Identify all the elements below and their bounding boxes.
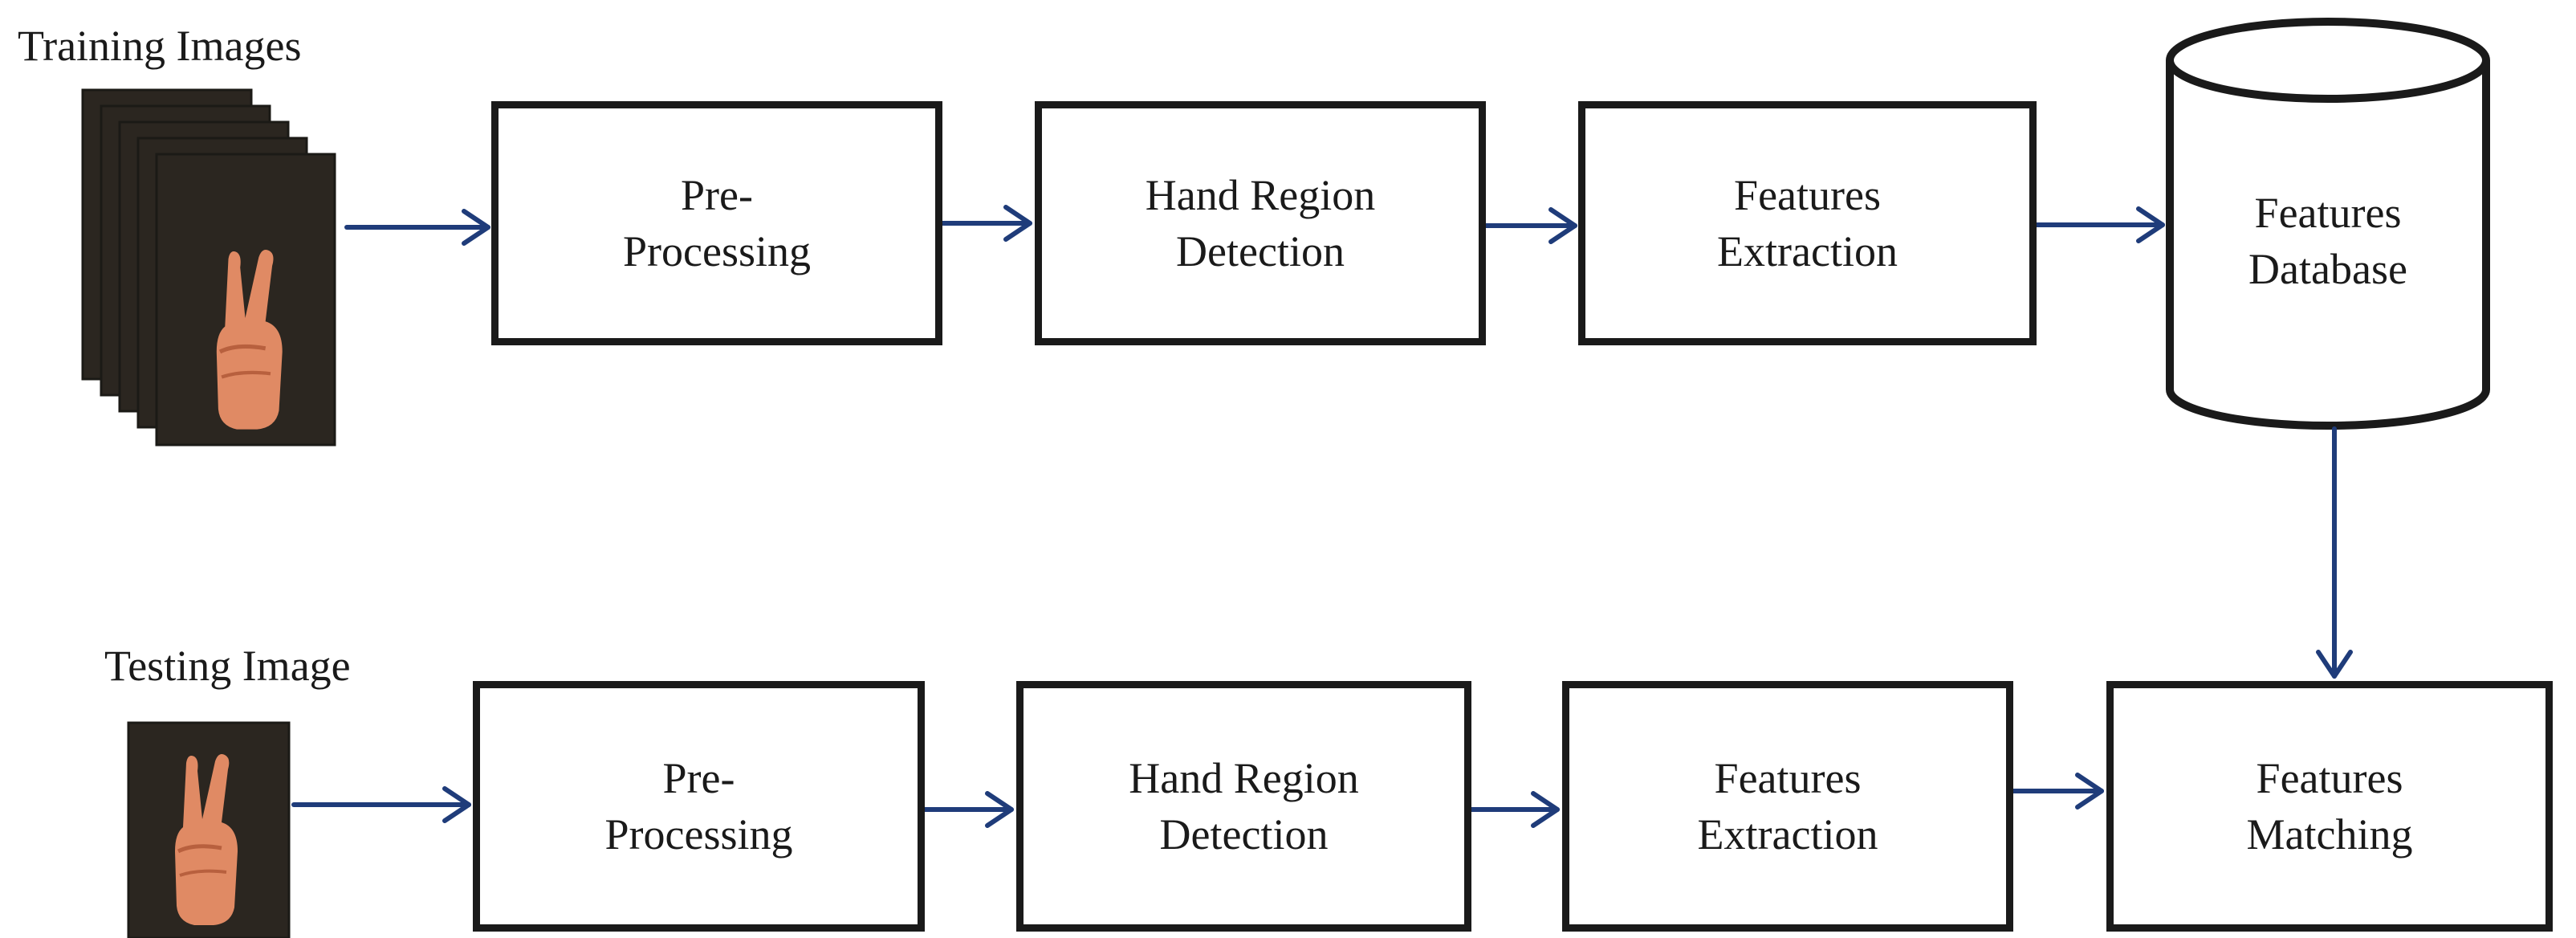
box-label-line1: Hand Region xyxy=(1145,170,1376,219)
box-label-line2: Detection xyxy=(1176,227,1345,275)
arrowhead xyxy=(2316,650,2353,679)
features-database-label: Features Database xyxy=(2170,173,2486,309)
box-label-line2: Extraction xyxy=(1717,227,1898,275)
box-label-line1: Features xyxy=(1734,170,1881,219)
testing-image-icon xyxy=(127,721,291,938)
arrowhead xyxy=(1003,205,1032,242)
database-label-line2: Database xyxy=(2248,245,2407,293)
box-label-line2: Extraction xyxy=(1697,810,1878,858)
arrowhead xyxy=(442,786,471,823)
testing-features-extraction-box: Features Extraction xyxy=(1562,681,2013,932)
box-label-line2: Processing xyxy=(623,227,811,275)
training-images-caption: Training Images xyxy=(18,22,302,70)
training-images-icon xyxy=(81,88,336,447)
box-label-line2: Matching xyxy=(2246,810,2413,858)
arrowhead xyxy=(985,791,1014,828)
training-preprocessing-box: Pre- Processing xyxy=(491,101,942,345)
features-matching-box: Features Matching xyxy=(2106,681,2553,932)
box-label-line1: Pre- xyxy=(681,170,753,219)
arrowhead xyxy=(1531,791,1560,828)
training-hand-region-detection-box: Hand Region Detection xyxy=(1035,101,1486,345)
box-label-line1: Hand Region xyxy=(1129,753,1359,802)
box-label-line1: Pre- xyxy=(662,753,735,802)
database-label-line1: Features xyxy=(2254,188,2402,237)
box-label-line1: Features xyxy=(2256,753,2403,802)
box-label-line2: Detection xyxy=(1159,810,1329,858)
box-label-line2: Processing xyxy=(604,810,793,858)
arrowhead xyxy=(462,209,490,246)
arrowhead xyxy=(1548,207,1577,244)
testing-preprocessing-box: Pre- Processing xyxy=(473,681,925,932)
features-database-icon xyxy=(2166,18,2490,430)
training-features-extraction-box: Features Extraction xyxy=(1578,101,2037,345)
testing-image-caption: Testing Image xyxy=(104,642,351,690)
arrowhead xyxy=(2136,206,2165,243)
box-label-line1: Features xyxy=(1714,753,1862,802)
arrowhead xyxy=(2075,773,2104,810)
testing-hand-region-detection-box: Hand Region Detection xyxy=(1016,681,1471,932)
